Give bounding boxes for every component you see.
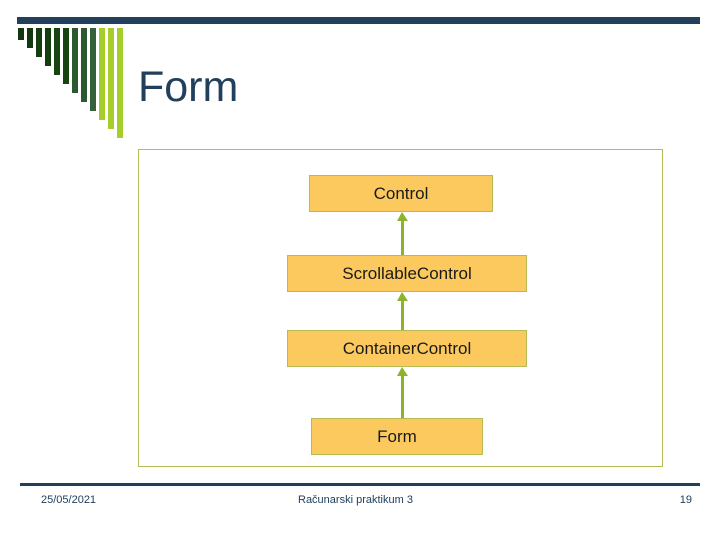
decorative-bar <box>63 28 69 84</box>
footer-rule <box>20 483 700 486</box>
decorative-bar <box>18 28 24 40</box>
decorative-bar <box>81 28 87 102</box>
inheritance-arrow-icon <box>397 212 408 255</box>
decorative-bar <box>99 28 105 120</box>
decorative-bar <box>54 28 60 75</box>
top-navy-rule <box>17 17 700 24</box>
diagram-node-form: Form <box>311 418 483 455</box>
inheritance-arrow-icon <box>397 367 408 418</box>
decorative-bar <box>45 28 51 66</box>
inheritance-arrow-icon <box>397 292 408 330</box>
decorative-bar <box>90 28 96 111</box>
decorative-bar <box>36 28 42 57</box>
arrow-head-icon <box>397 367 408 376</box>
arrow-head-icon <box>397 212 408 221</box>
decorative-bar <box>72 28 78 93</box>
page-title: Form <box>138 63 239 111</box>
arrow-shaft <box>401 374 404 418</box>
diagram-node-control: Control <box>309 175 493 212</box>
footer-course-name: Računarski praktikum 3 <box>298 494 413 506</box>
footer-page-number: 19 <box>679 494 692 506</box>
decorative-bar-fan <box>18 28 128 148</box>
arrow-shaft <box>401 219 404 255</box>
arrow-head-icon <box>397 292 408 301</box>
decorative-bar <box>27 28 33 48</box>
diagram-node-containercontrol: ContainerControl <box>287 330 527 367</box>
footer-date: 25/05/2021 <box>41 494 97 506</box>
decorative-bar <box>108 28 114 129</box>
diagram-node-scrollablecontrol: ScrollableControl <box>287 255 527 292</box>
arrow-shaft <box>401 299 404 330</box>
decorative-bar <box>117 28 123 138</box>
